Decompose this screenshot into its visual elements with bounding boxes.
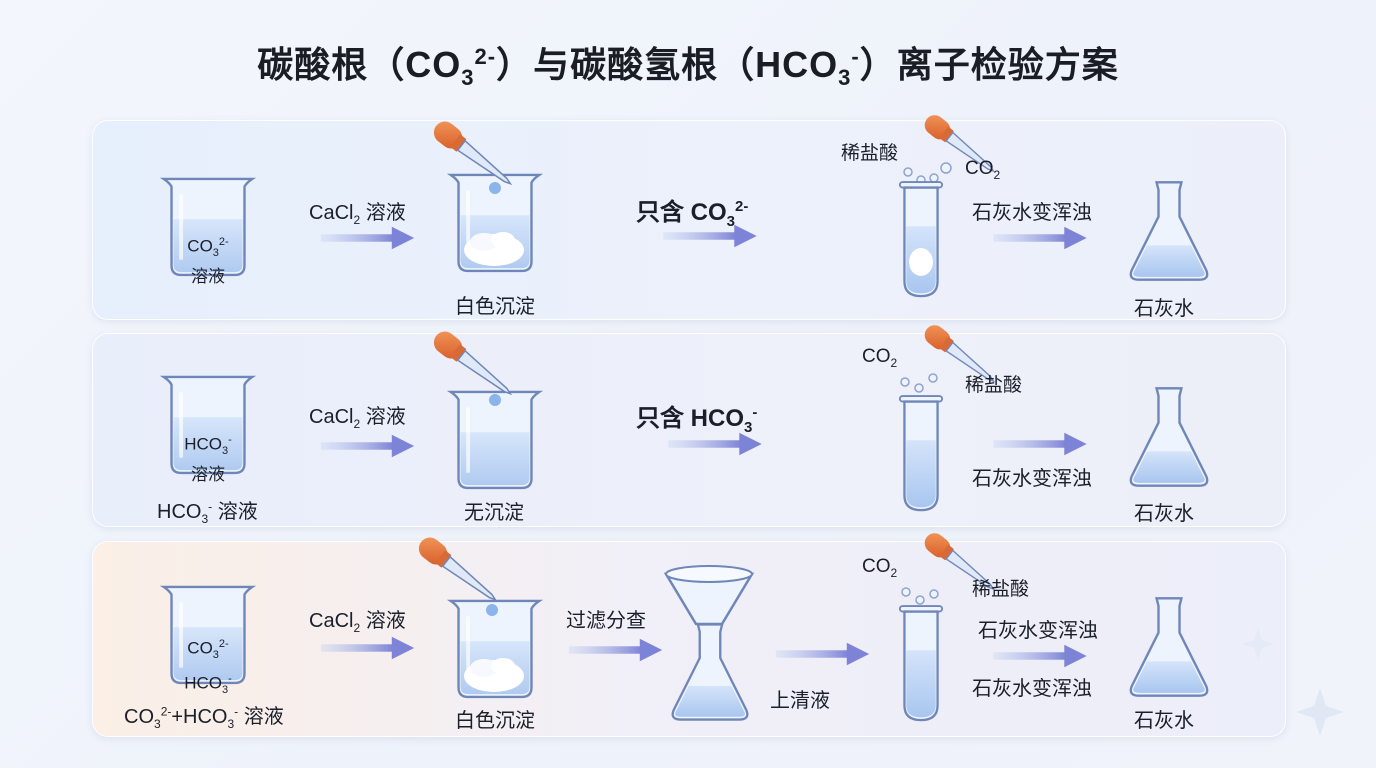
- row3-test-tube: [898, 604, 944, 722]
- row2-conclusion-label: 只含 HCO3-: [636, 404, 758, 436]
- row2-beaker-label: HCO3-溶液: [184, 434, 232, 485]
- row3-limewater-label: 石灰水: [1134, 710, 1194, 732]
- row1-drop: [489, 182, 501, 194]
- row3-filtrate-label: 上清液: [770, 690, 830, 712]
- row3-gas-label: CO2: [862, 556, 898, 580]
- row1-arrow-limewater: [993, 226, 1087, 250]
- row1-result-label: 白色沉淀: [455, 296, 535, 318]
- row1-reagent-label: CaCl2 溶液: [309, 202, 406, 227]
- row3-precipitate: [464, 658, 524, 692]
- row3-arrow-reagent: [320, 636, 415, 660]
- row2-sample-label: HCO3- 溶液: [157, 499, 258, 526]
- row2-arrow-limewater: [993, 432, 1087, 456]
- row2-result-label: 无沉淀: [464, 502, 524, 524]
- row1-tube-precipitate: [909, 248, 933, 276]
- row3-drop: [486, 604, 498, 616]
- row1-bubbles: [903, 162, 952, 185]
- row2-drop: [489, 394, 501, 406]
- row1-arrow-reagent: [320, 226, 415, 250]
- row3-observation-label-1: 石灰水变浑浊: [978, 620, 1098, 642]
- row3-dropper-icon: [413, 534, 503, 610]
- row2-limewater-flask: [1129, 387, 1209, 487]
- row2-observation-label: 石灰水变浑浊: [972, 468, 1092, 490]
- row3-result-label: 白色沉淀: [455, 710, 535, 732]
- row3-acid-label: 稀盐酸: [972, 579, 1030, 600]
- row3-arrow-limewater: [993, 644, 1087, 668]
- row2-reaction-beaker: [448, 389, 542, 490]
- page-title: 碳酸根（CO32-）与碳酸氢根（HCO3-）离子检验方案: [257, 44, 1119, 91]
- row1-beaker-label: CO32-溶液: [187, 236, 229, 287]
- row3-sample-label: CO32-+HCO3- 溶液: [124, 704, 284, 731]
- row3-arrow-filtrate: [775, 642, 870, 666]
- row1-observation-label: 石灰水变浑浊: [972, 202, 1092, 224]
- row-carbonate-panel: [92, 120, 1286, 320]
- row1-precipitate: [464, 232, 524, 266]
- row3-bubbles: [901, 587, 939, 605]
- row2-arrow-conclusion: [668, 432, 762, 456]
- row3-arrow-filter: [568, 638, 663, 662]
- row3-filtrate-flask: [671, 623, 749, 721]
- row3-beaker-label: CO32-HCO3-: [184, 638, 232, 697]
- row1-acid-label: 稀盐酸: [841, 143, 899, 164]
- row1-limewater-label: 石灰水: [1134, 298, 1194, 320]
- row-bicarbonate-panel: [92, 333, 1286, 527]
- row2-arrow-reagent: [320, 434, 415, 458]
- row2-acid-label: 稀盐酸: [965, 375, 1023, 396]
- row2-reagent-label: CaCl2 溶液: [309, 406, 406, 431]
- row2-limewater-label: 石灰水: [1134, 503, 1194, 525]
- row2-test-tube: [898, 394, 944, 512]
- row2-gas-label: CO2: [862, 346, 898, 370]
- row3-filter-label: 过滤分查: [566, 610, 646, 632]
- row1-limewater-flask: [1129, 181, 1209, 281]
- row1-test-tube: [898, 180, 944, 298]
- row2-bubbles: [900, 373, 938, 393]
- row3-limewater-flask: [1129, 597, 1209, 697]
- row3-reagent-label: CaCl2 溶液: [309, 610, 406, 635]
- row1-gas-label: CO2: [965, 158, 1001, 182]
- row3-observation-label-2: 石灰水变浑浊: [972, 678, 1092, 700]
- sparkle-icon: [1242, 628, 1344, 736]
- row1-conclusion-label: 只含 CO32-: [636, 198, 749, 230]
